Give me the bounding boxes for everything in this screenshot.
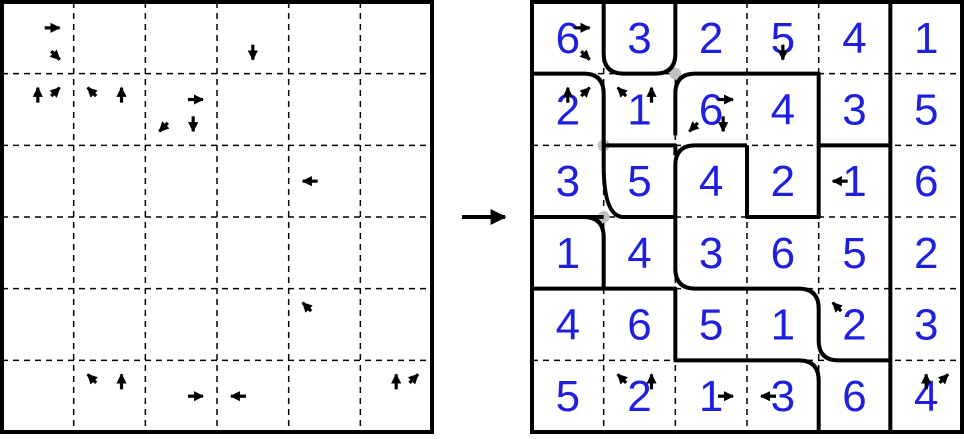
- solution-digit: 4: [556, 301, 580, 350]
- solution-digit: 3: [914, 301, 938, 350]
- solution-digit: 6: [627, 301, 651, 350]
- solution-digit: 3: [556, 157, 580, 206]
- clue-arrow-ne: [937, 373, 950, 385]
- solution-digit: 3: [842, 86, 866, 135]
- region-join-dot: [669, 67, 682, 80]
- clue-arrow-nw: [86, 86, 98, 98]
- clue-arrow-ne: [49, 86, 61, 98]
- solution-digit: 5: [842, 229, 866, 278]
- solution-digit: 4: [627, 229, 651, 278]
- region-border: [603, 286, 821, 433]
- clue-arrow-se: [579, 49, 591, 61]
- solution-digit: 6: [914, 157, 938, 206]
- solution-digit: 1: [627, 86, 651, 135]
- solution-digit: 4: [771, 86, 795, 135]
- clue-arrow-ne: [407, 373, 420, 385]
- solution-digit: 5: [627, 157, 651, 206]
- solution-digit: 5: [556, 372, 580, 421]
- solution-digit: 5: [699, 301, 723, 350]
- region-border: [532, 215, 606, 291]
- solution-digit: 4: [699, 157, 723, 206]
- clue-arrow-nw: [616, 373, 628, 385]
- clue-arrow-ne: [579, 86, 591, 98]
- region-border: [601, 145, 676, 220]
- grid-outer-border: [530, 0, 964, 435]
- solution-digit: 6: [556, 14, 580, 63]
- solution-digit: 2: [771, 157, 795, 206]
- solution-digit: 2: [699, 14, 723, 63]
- solution-digit: 6: [699, 86, 723, 135]
- region-border: [601, 2, 678, 76]
- solution-digit: 1: [771, 301, 795, 350]
- solution-digit: 1: [914, 14, 938, 63]
- clue-arrow-nw: [616, 86, 628, 98]
- solution-digit: 6: [771, 229, 795, 278]
- solution-digit: 4: [842, 14, 866, 63]
- region-border: [673, 143, 891, 363]
- unsolved-puzzle-grid: [0, 0, 435, 435]
- clue-arrow-sw: [688, 121, 700, 133]
- region-border: [532, 71, 678, 156]
- clue-arrow-nw: [301, 301, 313, 313]
- solution-digit: 3: [699, 229, 723, 278]
- clue-arrow-nw: [831, 301, 843, 313]
- solution-digit: 2: [627, 372, 651, 421]
- solution-digit: 3: [627, 14, 651, 63]
- grid-outer-border: [0, 0, 435, 435]
- solution-digit: 2: [914, 229, 938, 278]
- clue-arrow-se: [49, 49, 61, 61]
- clue-arrow-nw: [86, 373, 98, 385]
- solution-digit: 1: [556, 229, 580, 278]
- solution-digit: 5: [914, 86, 938, 135]
- solution-digit: 2: [842, 301, 866, 350]
- clue-arrow-sw: [158, 121, 170, 133]
- solution-digit: 6: [842, 372, 866, 421]
